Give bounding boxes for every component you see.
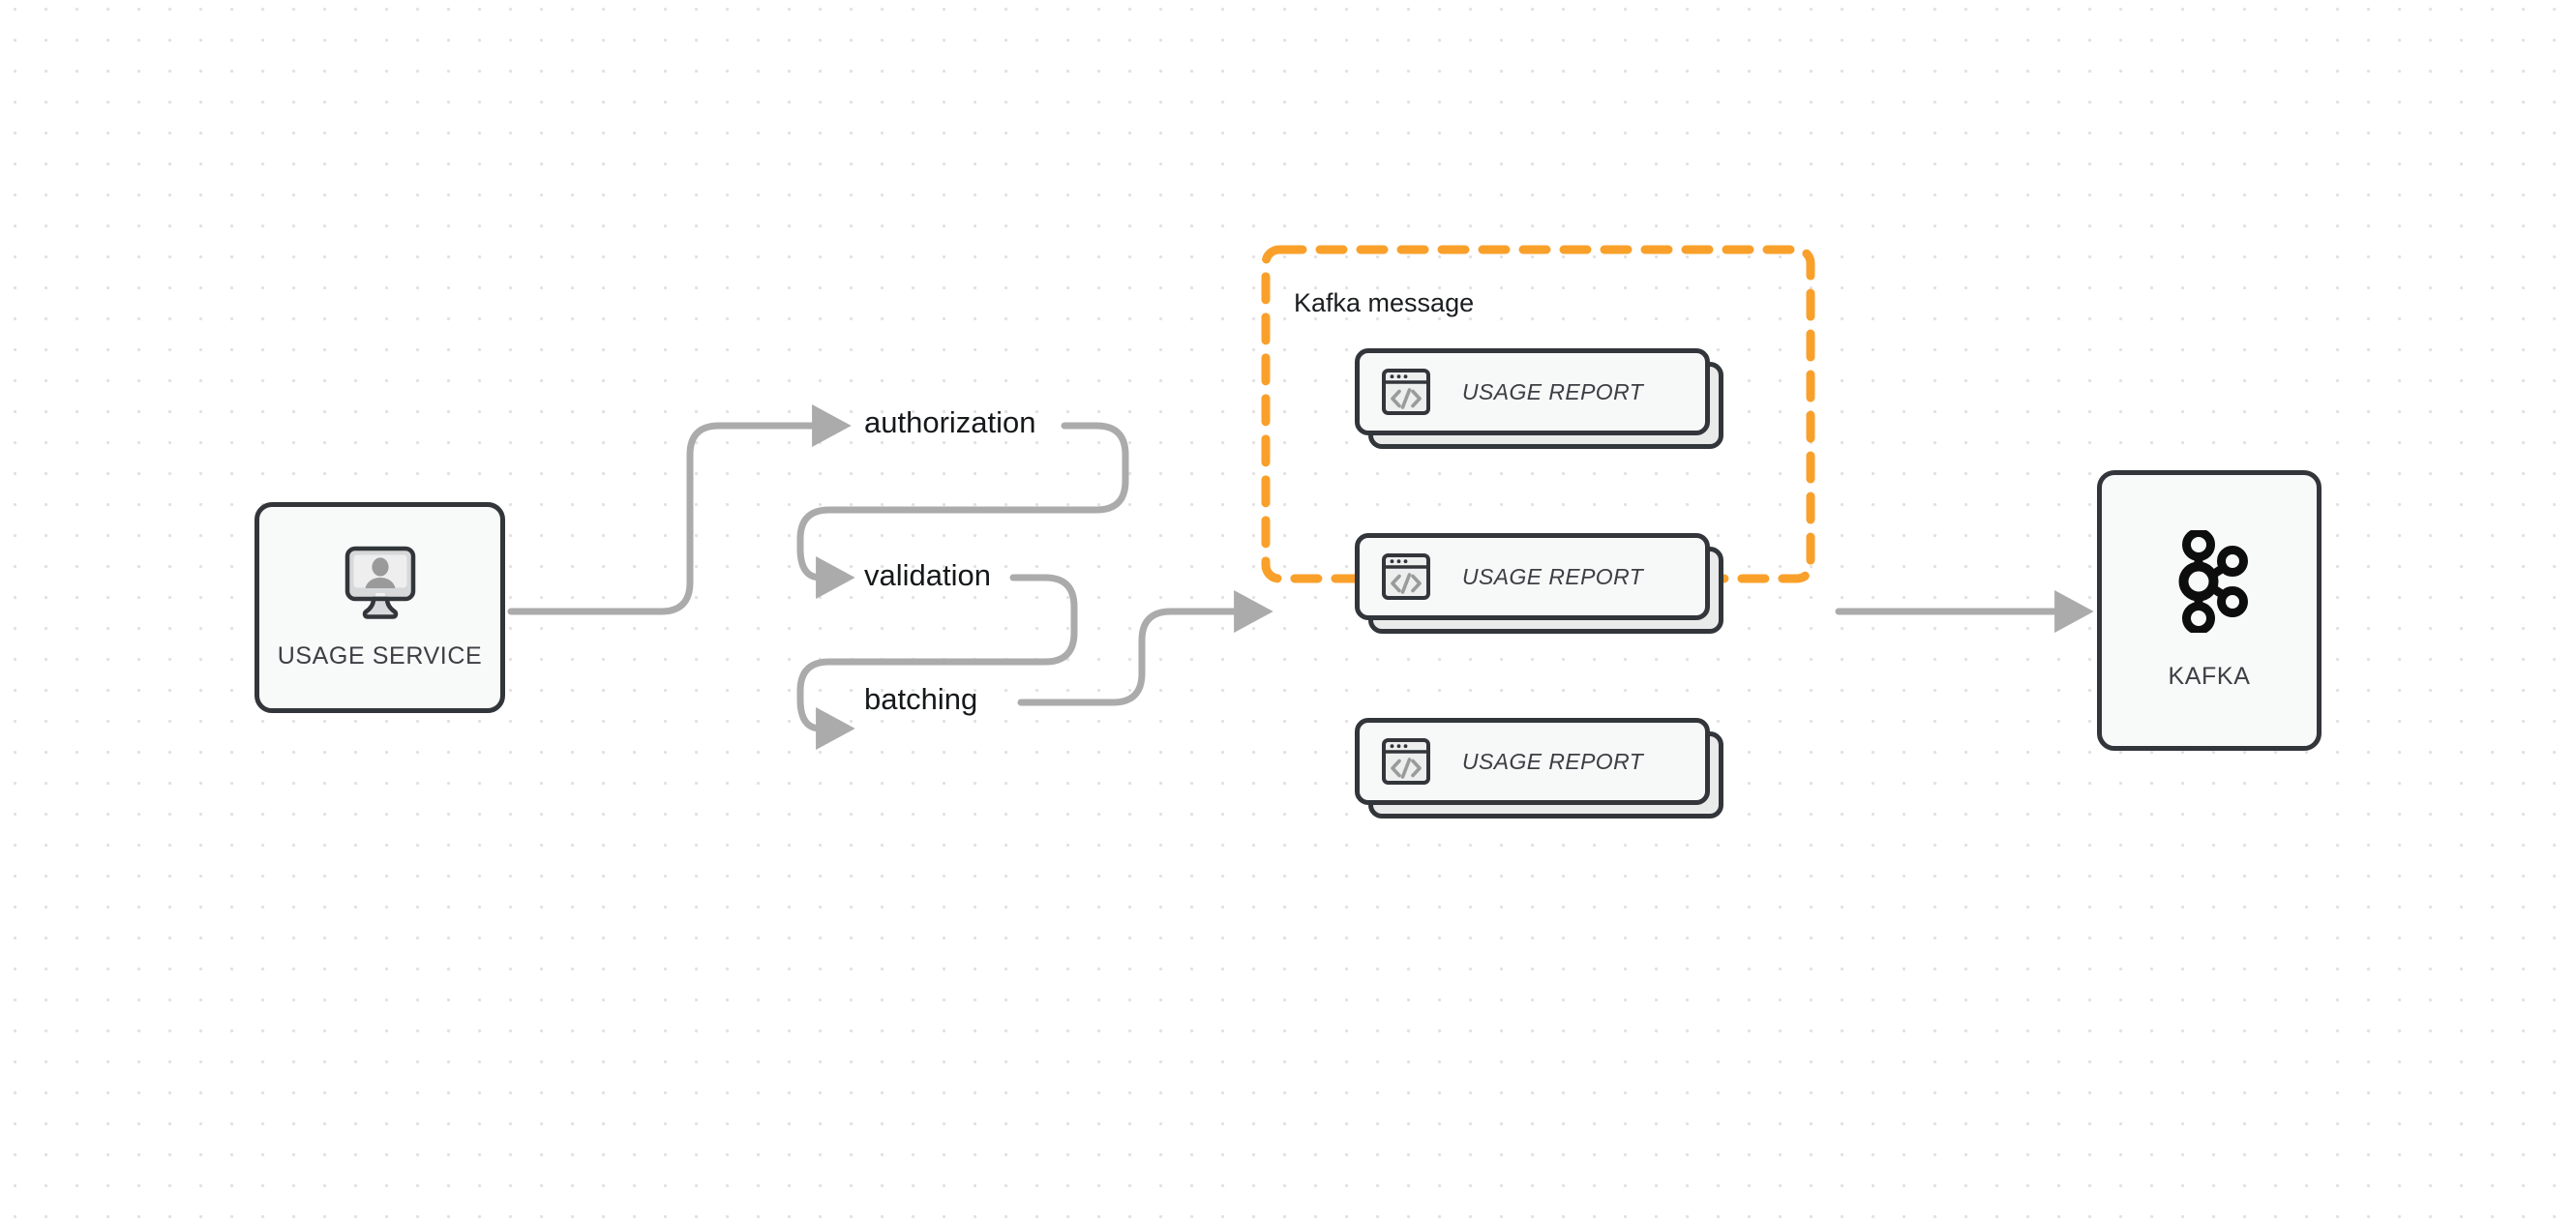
usage-report-card-label: USAGE REPORT bbox=[1462, 563, 1644, 589]
node-usage-service-label: USAGE SERVICE bbox=[277, 642, 483, 670]
edge-batching-to-kafka-message bbox=[1017, 589, 1273, 706]
node-kafka-label: KAFKA bbox=[2168, 663, 2251, 690]
code-window-icon bbox=[1381, 551, 1431, 602]
usage-report-card-label: USAGE REPORT bbox=[1462, 378, 1644, 404]
kafka-message-group[interactable]: Kafka message USAGE REP bbox=[1261, 245, 1815, 819]
edge-authorization-to-validation bbox=[796, 422, 1129, 600]
edge-usage-service-to-authorization bbox=[507, 403, 852, 615]
code-window-icon bbox=[1381, 367, 1431, 417]
step-label-batching: batching bbox=[864, 682, 978, 716]
node-usage-service[interactable]: USAGE SERVICE bbox=[255, 502, 505, 713]
node-kafka[interactable]: KAFKA bbox=[2097, 470, 2321, 751]
kafka-logo-icon bbox=[2169, 528, 2250, 638]
usage-report-card-label: USAGE REPORT bbox=[1462, 748, 1644, 774]
kafka-message-title: Kafka message bbox=[1294, 288, 1475, 317]
step-label-authorization: authorization bbox=[864, 405, 1036, 439]
usage-report-card[interactable]: USAGE REPORT bbox=[1355, 718, 1723, 819]
usage-report-card[interactable]: USAGE REPORT bbox=[1355, 533, 1723, 634]
usage-report-card[interactable]: USAGE REPORT bbox=[1355, 348, 1723, 449]
monitor-user-icon bbox=[340, 545, 421, 625]
code-window-icon bbox=[1381, 736, 1431, 787]
step-label-validation: validation bbox=[864, 558, 991, 592]
